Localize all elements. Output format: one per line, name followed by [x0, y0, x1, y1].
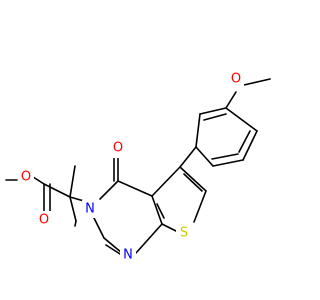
atom-label-oxygen: O	[113, 141, 123, 156]
atom-label-oxygen: O	[21, 170, 31, 185]
bond	[183, 173, 203, 192]
atom-label-sulfur: S	[180, 226, 188, 241]
bond	[151, 195, 163, 225]
bond	[99, 180, 119, 200]
bond	[151, 166, 181, 197]
bond	[179, 166, 207, 192]
bond	[212, 159, 244, 167]
bond	[69, 196, 85, 202]
atom-label-nitrogen: N	[85, 202, 95, 217]
bond	[69, 196, 77, 222]
bond	[211, 153, 239, 160]
bond	[179, 146, 197, 168]
molecule-canvas: O O N N S O O	[5, 70, 271, 264]
bond	[238, 130, 251, 153]
bond	[243, 78, 271, 86]
bond	[105, 244, 121, 255]
bond	[93, 217, 105, 239]
atom-label-oxygen: O	[231, 72, 241, 87]
bond	[203, 113, 227, 121]
bond	[193, 190, 207, 223]
atom-label-nitrogen: N	[123, 248, 133, 263]
bond	[199, 107, 227, 115]
bond	[43, 183, 71, 198]
structure-diagram: O O N N S O O	[5, 70, 271, 264]
atom-label-oxygen: O	[39, 213, 49, 228]
bond	[225, 107, 258, 132]
bond	[103, 237, 123, 254]
bond	[195, 146, 214, 167]
bond	[195, 113, 201, 148]
bond	[242, 130, 258, 161]
bond	[225, 91, 237, 109]
bond	[156, 203, 165, 219]
bond	[74, 220, 77, 227]
bond	[117, 180, 153, 197]
bond	[135, 223, 163, 254]
bond	[69, 165, 76, 198]
